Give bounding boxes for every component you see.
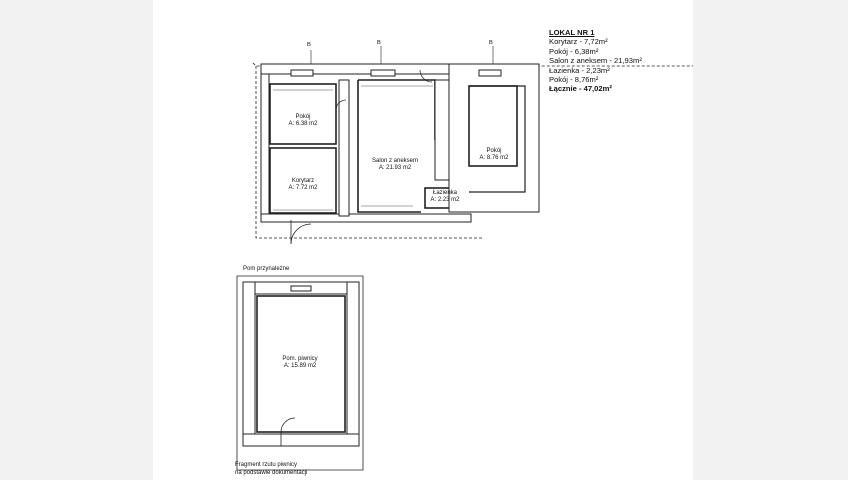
bottom-wall xyxy=(260,213,472,223)
room-outline-korytarz xyxy=(269,147,337,214)
room-name: Salon z aneksem xyxy=(371,158,419,164)
basement-caption-line1: Fragment rzutu piwnicy xyxy=(235,462,298,468)
legend-title: LOKAL NR 1 xyxy=(549,28,595,37)
axis-marker: B xyxy=(489,40,493,46)
room-name: Pom. piwnicy xyxy=(282,356,318,362)
room-area: A: 15.89 m2 xyxy=(283,363,317,369)
axis-marker: B xyxy=(307,42,311,48)
window xyxy=(370,69,396,77)
room-area: A: 6.38 m2 xyxy=(288,121,318,127)
window xyxy=(478,69,502,77)
room-label-korytarz: Korytarz A: 7.72 m2 xyxy=(281,178,325,192)
room-name: Pokój xyxy=(486,148,502,154)
legend-item-lazienka: Łazienka - 2,23m² xyxy=(549,65,610,75)
window xyxy=(290,69,314,77)
room-area: A: 8.76 m2 xyxy=(479,155,509,161)
inner-door xyxy=(419,69,433,83)
legend-item-pokoj: Pokój - 6,38m² xyxy=(549,46,599,56)
basement-door xyxy=(280,417,296,446)
basement-top-label: Pom przynależne xyxy=(243,266,290,272)
basement-left-wall xyxy=(242,281,256,447)
room-outline-salon xyxy=(357,79,436,213)
room-name: Korytarz xyxy=(291,178,315,184)
left-wall xyxy=(260,73,270,221)
room-label-pokoj-right: Pokój A: 8.76 m2 xyxy=(475,148,513,162)
room-outline-pokoj-small xyxy=(269,83,337,145)
area-legend: LOKAL NR 1 Korytarz - 7,72m² Pokój - 6,3… xyxy=(549,28,689,94)
legend-item-salon: Salon z aneksem - 21,93m² xyxy=(549,56,642,66)
legend-item-pokoj-2: Pokój - 8,76m² xyxy=(549,75,599,85)
basement-outline xyxy=(236,275,364,471)
room-label-piwnica: Pom. piwnicy A: 15.89 m2 xyxy=(277,356,323,370)
room-area: A: 7.72 m2 xyxy=(288,185,318,191)
basement-caption-line2: na podstawie dokumentacji xyxy=(235,470,308,476)
room-area: A: 21.93 m2 xyxy=(378,165,412,171)
room-name: Pokój xyxy=(295,114,311,120)
basement-bottom-wall xyxy=(242,433,360,447)
right-wall-block xyxy=(448,63,540,213)
outer-boundary xyxy=(252,62,693,239)
basement-right-wall xyxy=(346,281,360,447)
floor-plan xyxy=(236,46,693,471)
inner-door xyxy=(335,99,347,111)
entrance-door xyxy=(290,220,312,245)
legend-total: Łącznie - 47,02m² xyxy=(549,84,612,94)
room-label-lazienka: Łazienka A: 2.23 m2 xyxy=(427,190,463,204)
room-name: Łazienka xyxy=(432,190,458,196)
right-room-outline xyxy=(469,85,526,193)
room-label-pokoj-small: Pokój A: 6.38 m2 xyxy=(283,114,323,128)
legend-item-korytarz: Korytarz - 7,72m² xyxy=(549,37,608,47)
room-outline-piwnica xyxy=(256,295,346,433)
drawing-sheet: LOKAL NR 1 Korytarz - 7,72m² Pokój - 6,3… xyxy=(153,0,693,480)
axis-marker: B xyxy=(377,40,381,46)
window xyxy=(290,285,312,292)
room-label-salon: Salon z aneksem A: 21.93 m2 xyxy=(367,158,423,172)
room-area: A: 2.23 m2 xyxy=(430,197,460,203)
partition-wall xyxy=(338,79,350,217)
